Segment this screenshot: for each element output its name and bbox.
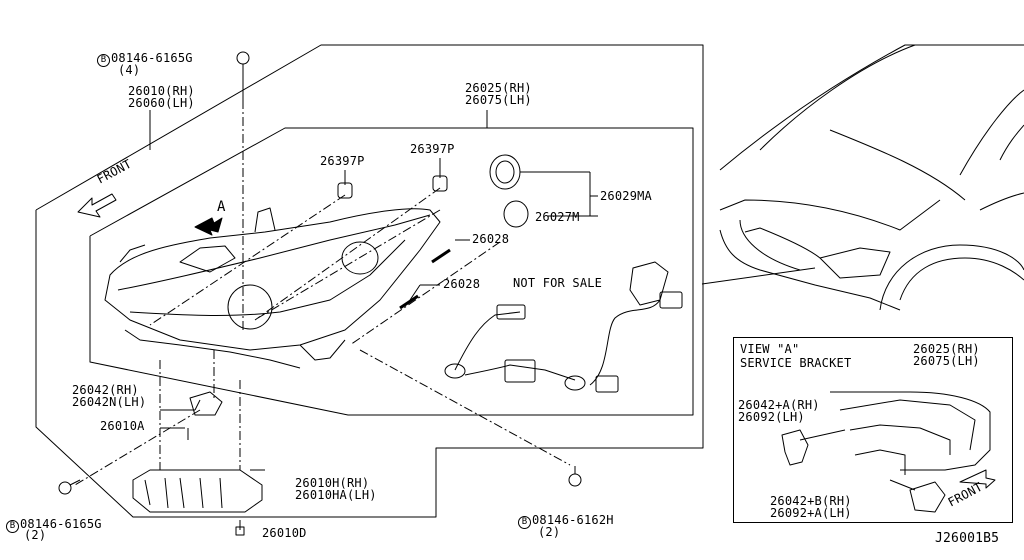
bolt-bottom-left-qty: (2) [24, 528, 47, 542]
bolt-symbol-icon: B [6, 520, 19, 533]
view-a-subtitle: SERVICE BRACKET [740, 356, 852, 370]
cap-left-shape [337, 182, 353, 199]
view-a-title: VIEW "A" [740, 342, 800, 356]
harness-note: NOT FOR SALE [513, 276, 603, 290]
cap-right-label: 26397P [410, 142, 455, 156]
o-ring-label: 26027M [535, 210, 580, 224]
bolt-bottom-right-qty: (2) [538, 525, 561, 539]
headlamp-unit-lh: 26075(LH) [465, 93, 532, 107]
small-bracket-shape [189, 391, 223, 416]
headlamp-unit-rh: 26025(RH) [465, 81, 532, 95]
view-a-letter: A [217, 199, 226, 215]
gasket-upper-shape [431, 248, 451, 264]
o-ring-shape [503, 200, 529, 228]
gasket-upper-label: 26028 [472, 232, 510, 246]
gasket-lower-label: 26028 [443, 277, 481, 291]
headlamp-housing [104, 207, 441, 369]
bolt-symbol-icon: B [97, 54, 110, 67]
screw-label: 26010A [100, 419, 145, 433]
lower-bracket-rh: 26010H(RH) [295, 476, 370, 490]
bracket-small-rh: 26042(RH) [72, 383, 139, 397]
diagram-id: J26001B5 [935, 531, 1000, 546]
bolt-bottom-right-part: 08146-6162H [532, 513, 614, 527]
view-a-unit-rh: 26025(RH) [913, 342, 980, 356]
wire-harness [444, 261, 683, 393]
unit-frame [89, 127, 694, 416]
bolt-top-qty: (4) [118, 63, 141, 77]
bracket-small-lh: 26042N(LH) [72, 395, 147, 409]
socket-assy-label: 26029MA [600, 189, 652, 203]
car-illustration [719, 44, 1024, 311]
view-a-bracket-a-lh: 26092(LH) [738, 410, 805, 424]
socket-shape [489, 154, 521, 190]
bolt-top-part: 08146-6165G [111, 51, 193, 65]
lower-bracket-shape [132, 469, 263, 513]
view-a-bracket-b-rh: 26042+B(RH) [770, 494, 852, 508]
front-arrow-main [77, 193, 117, 218]
assembly-frame [35, 44, 704, 518]
view-a-bracket-b-lh: 26092+A(LH) [770, 506, 852, 520]
clip-label: 26010D [262, 526, 307, 540]
cap-left-label: 26397P [320, 154, 365, 168]
view-a-panel [733, 337, 1013, 523]
view-a-bracket-a-rh: 26042+A(RH) [738, 398, 820, 412]
view-a-arrow [194, 217, 223, 236]
view-a-detail [781, 391, 996, 513]
bolt-bottom-left-part: 08146-6165G [20, 517, 102, 531]
headlamp-assy-lh: 26060(LH) [128, 96, 195, 110]
leader-lines [74, 72, 816, 530]
gasket-lower-shape [399, 294, 419, 310]
headlamp-assy-rh: 26010(RH) [128, 84, 195, 98]
lower-bracket-lh: 26010HA(LH) [295, 488, 377, 502]
cap-right-shape [432, 175, 448, 192]
bolt-symbol-icon: B [518, 516, 531, 529]
view-a-unit-lh: 26075(LH) [913, 354, 980, 368]
bolt-shapes [58, 51, 582, 536]
